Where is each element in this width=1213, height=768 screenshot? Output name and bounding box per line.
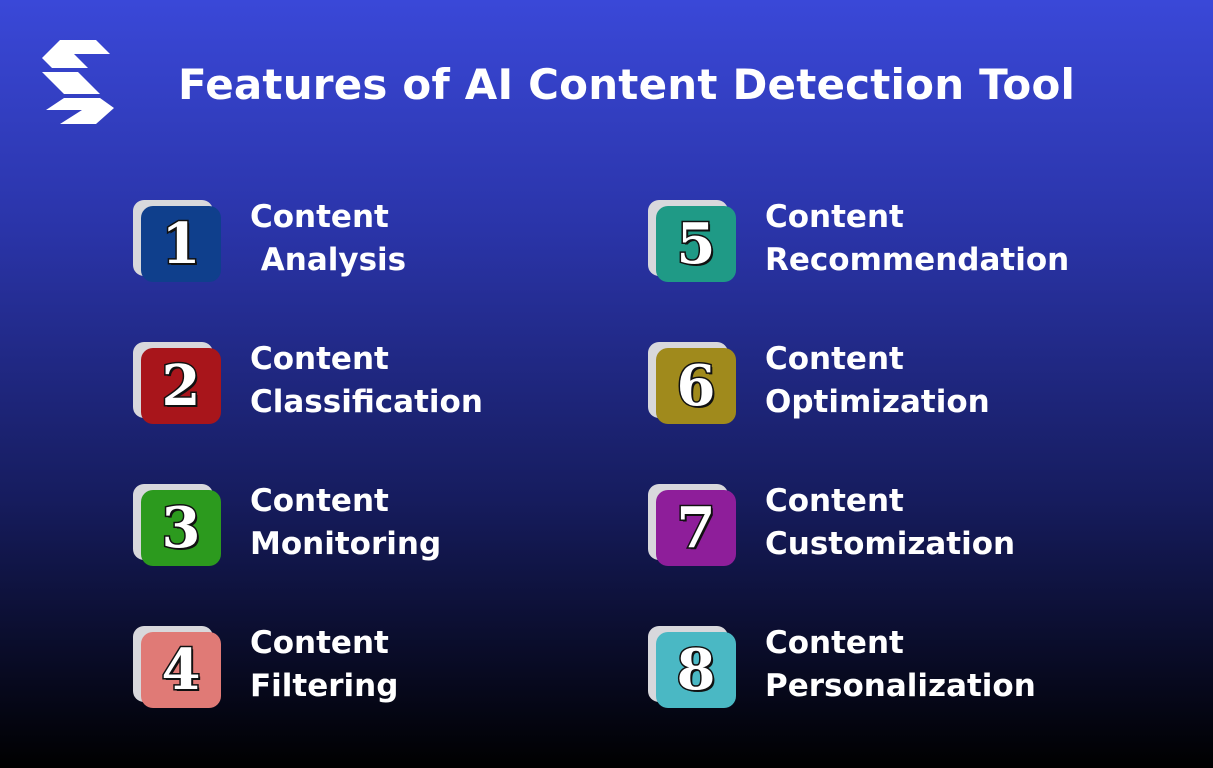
number-badge: 2: [133, 342, 221, 424]
feature-label: Content Analysis: [250, 199, 407, 278]
s-logo-icon: [42, 40, 114, 124]
number-badge-face: 8: [656, 632, 736, 708]
number-badge-face: 6: [656, 348, 736, 424]
number-badge: 1: [133, 200, 221, 282]
page-title: Features of AI Content Detection Tool: [178, 60, 1076, 109]
number-badge-face: 1: [141, 206, 221, 282]
number-badge-face: 5: [656, 206, 736, 282]
number-badge: 4: [133, 626, 221, 708]
feature-item-1: 1 Content Analysis: [133, 199, 406, 282]
number-badge-face: 3: [141, 490, 221, 566]
number-badge: 8: [648, 626, 736, 708]
number-badge-face: 7: [656, 490, 736, 566]
number-badge: 3: [133, 484, 221, 566]
number-badge-face: 4: [141, 632, 221, 708]
number-badge: 5: [648, 200, 736, 282]
number-badge-face: 2: [141, 348, 221, 424]
number-badge: 7: [648, 484, 736, 566]
number-badge: 6: [648, 342, 736, 424]
